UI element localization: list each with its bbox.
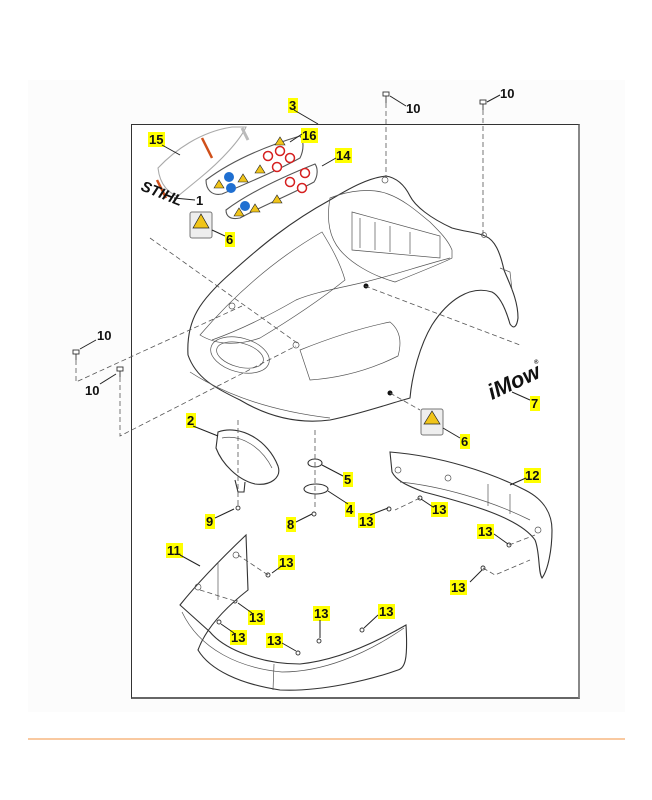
callout-15: 15 bbox=[148, 132, 181, 156]
svg-text:13: 13 bbox=[451, 580, 465, 595]
svg-text:15: 15 bbox=[149, 132, 163, 147]
callout-9: 9 bbox=[205, 508, 235, 529]
decal-14 bbox=[225, 163, 318, 220]
callout-13g: 13 bbox=[220, 623, 247, 645]
svg-text:1: 1 bbox=[196, 193, 203, 208]
callout-13e: 13 bbox=[271, 555, 295, 574]
assembly-lines bbox=[75, 103, 536, 602]
decal-strip-15 bbox=[155, 126, 250, 199]
svg-text:16: 16 bbox=[302, 128, 316, 143]
lens-cover-2 bbox=[215, 429, 280, 493]
svg-text:13: 13 bbox=[379, 604, 393, 619]
svg-text:6: 6 bbox=[226, 232, 233, 247]
svg-text:2: 2 bbox=[187, 413, 194, 428]
svg-text:10: 10 bbox=[500, 86, 514, 101]
callout-13h: 13 bbox=[266, 633, 297, 652]
callout-13c: 13 bbox=[477, 524, 509, 545]
bumper-11 bbox=[179, 533, 408, 691]
callout-13d: 13 bbox=[450, 569, 483, 595]
svg-text:10: 10 bbox=[97, 328, 111, 343]
svg-text:12: 12 bbox=[525, 468, 539, 483]
callout-13j: 13 bbox=[363, 604, 395, 629]
svg-text:10: 10 bbox=[406, 101, 420, 116]
svg-text:13: 13 bbox=[359, 514, 373, 529]
svg-text:14: 14 bbox=[336, 148, 351, 163]
callout-4: 4 bbox=[327, 490, 355, 517]
svg-text:13: 13 bbox=[478, 524, 492, 539]
warning-decal-6b bbox=[420, 408, 444, 436]
svg-text:9: 9 bbox=[206, 514, 213, 529]
callout-3: 3 bbox=[288, 98, 319, 125]
callout-13a: 13 bbox=[358, 507, 389, 529]
shell-housing bbox=[187, 175, 519, 422]
svg-text:13: 13 bbox=[432, 502, 446, 517]
callout-13i: 13 bbox=[313, 606, 330, 638]
callout-13b: 13 bbox=[420, 498, 448, 517]
svg-text:13: 13 bbox=[279, 555, 293, 570]
callout-10c: 10 bbox=[79, 328, 111, 350]
decal-16 bbox=[205, 135, 304, 195]
callout-11: 11 bbox=[166, 543, 201, 567]
callout-6b: 6 bbox=[442, 427, 470, 449]
svg-text:3: 3 bbox=[289, 98, 296, 113]
callout-2: 2 bbox=[186, 413, 219, 437]
svg-text:13: 13 bbox=[267, 633, 281, 648]
callout-12: 12 bbox=[509, 468, 541, 486]
svg-text:10: 10 bbox=[85, 383, 99, 398]
callout-10d: 10 bbox=[85, 373, 117, 398]
disc-4 bbox=[303, 483, 329, 495]
svg-text:5: 5 bbox=[344, 472, 351, 487]
svg-text:13: 13 bbox=[249, 610, 263, 625]
warning-decal-6a bbox=[189, 211, 213, 239]
callout-10a: 10 bbox=[389, 95, 420, 116]
callout-1: 1 bbox=[173, 193, 203, 208]
svg-text:6: 6 bbox=[461, 434, 468, 449]
section-divider bbox=[28, 738, 625, 740]
callout-14: 14 bbox=[321, 148, 352, 167]
callouts: 1 2 3 4 5 6 6 7 8 9 10 10 10 10 11 12 13… bbox=[79, 86, 541, 652]
svg-text:11: 11 bbox=[167, 543, 181, 558]
callout-8: 8 bbox=[286, 513, 313, 532]
callout-10b: 10 bbox=[486, 86, 514, 103]
svg-text:13: 13 bbox=[231, 630, 245, 645]
callout-13f: 13 bbox=[237, 602, 265, 625]
svg-text:13: 13 bbox=[314, 606, 328, 621]
svg-text:®: ® bbox=[533, 358, 540, 366]
callout-6a: 6 bbox=[211, 229, 235, 247]
bumper-12 bbox=[389, 451, 553, 579]
callout-16: 16 bbox=[289, 128, 318, 143]
svg-text:8: 8 bbox=[287, 517, 294, 532]
svg-text:7: 7 bbox=[531, 396, 538, 411]
svg-text:4: 4 bbox=[346, 502, 354, 517]
callout-5: 5 bbox=[321, 464, 353, 487]
callout-7: 7 bbox=[511, 391, 540, 411]
